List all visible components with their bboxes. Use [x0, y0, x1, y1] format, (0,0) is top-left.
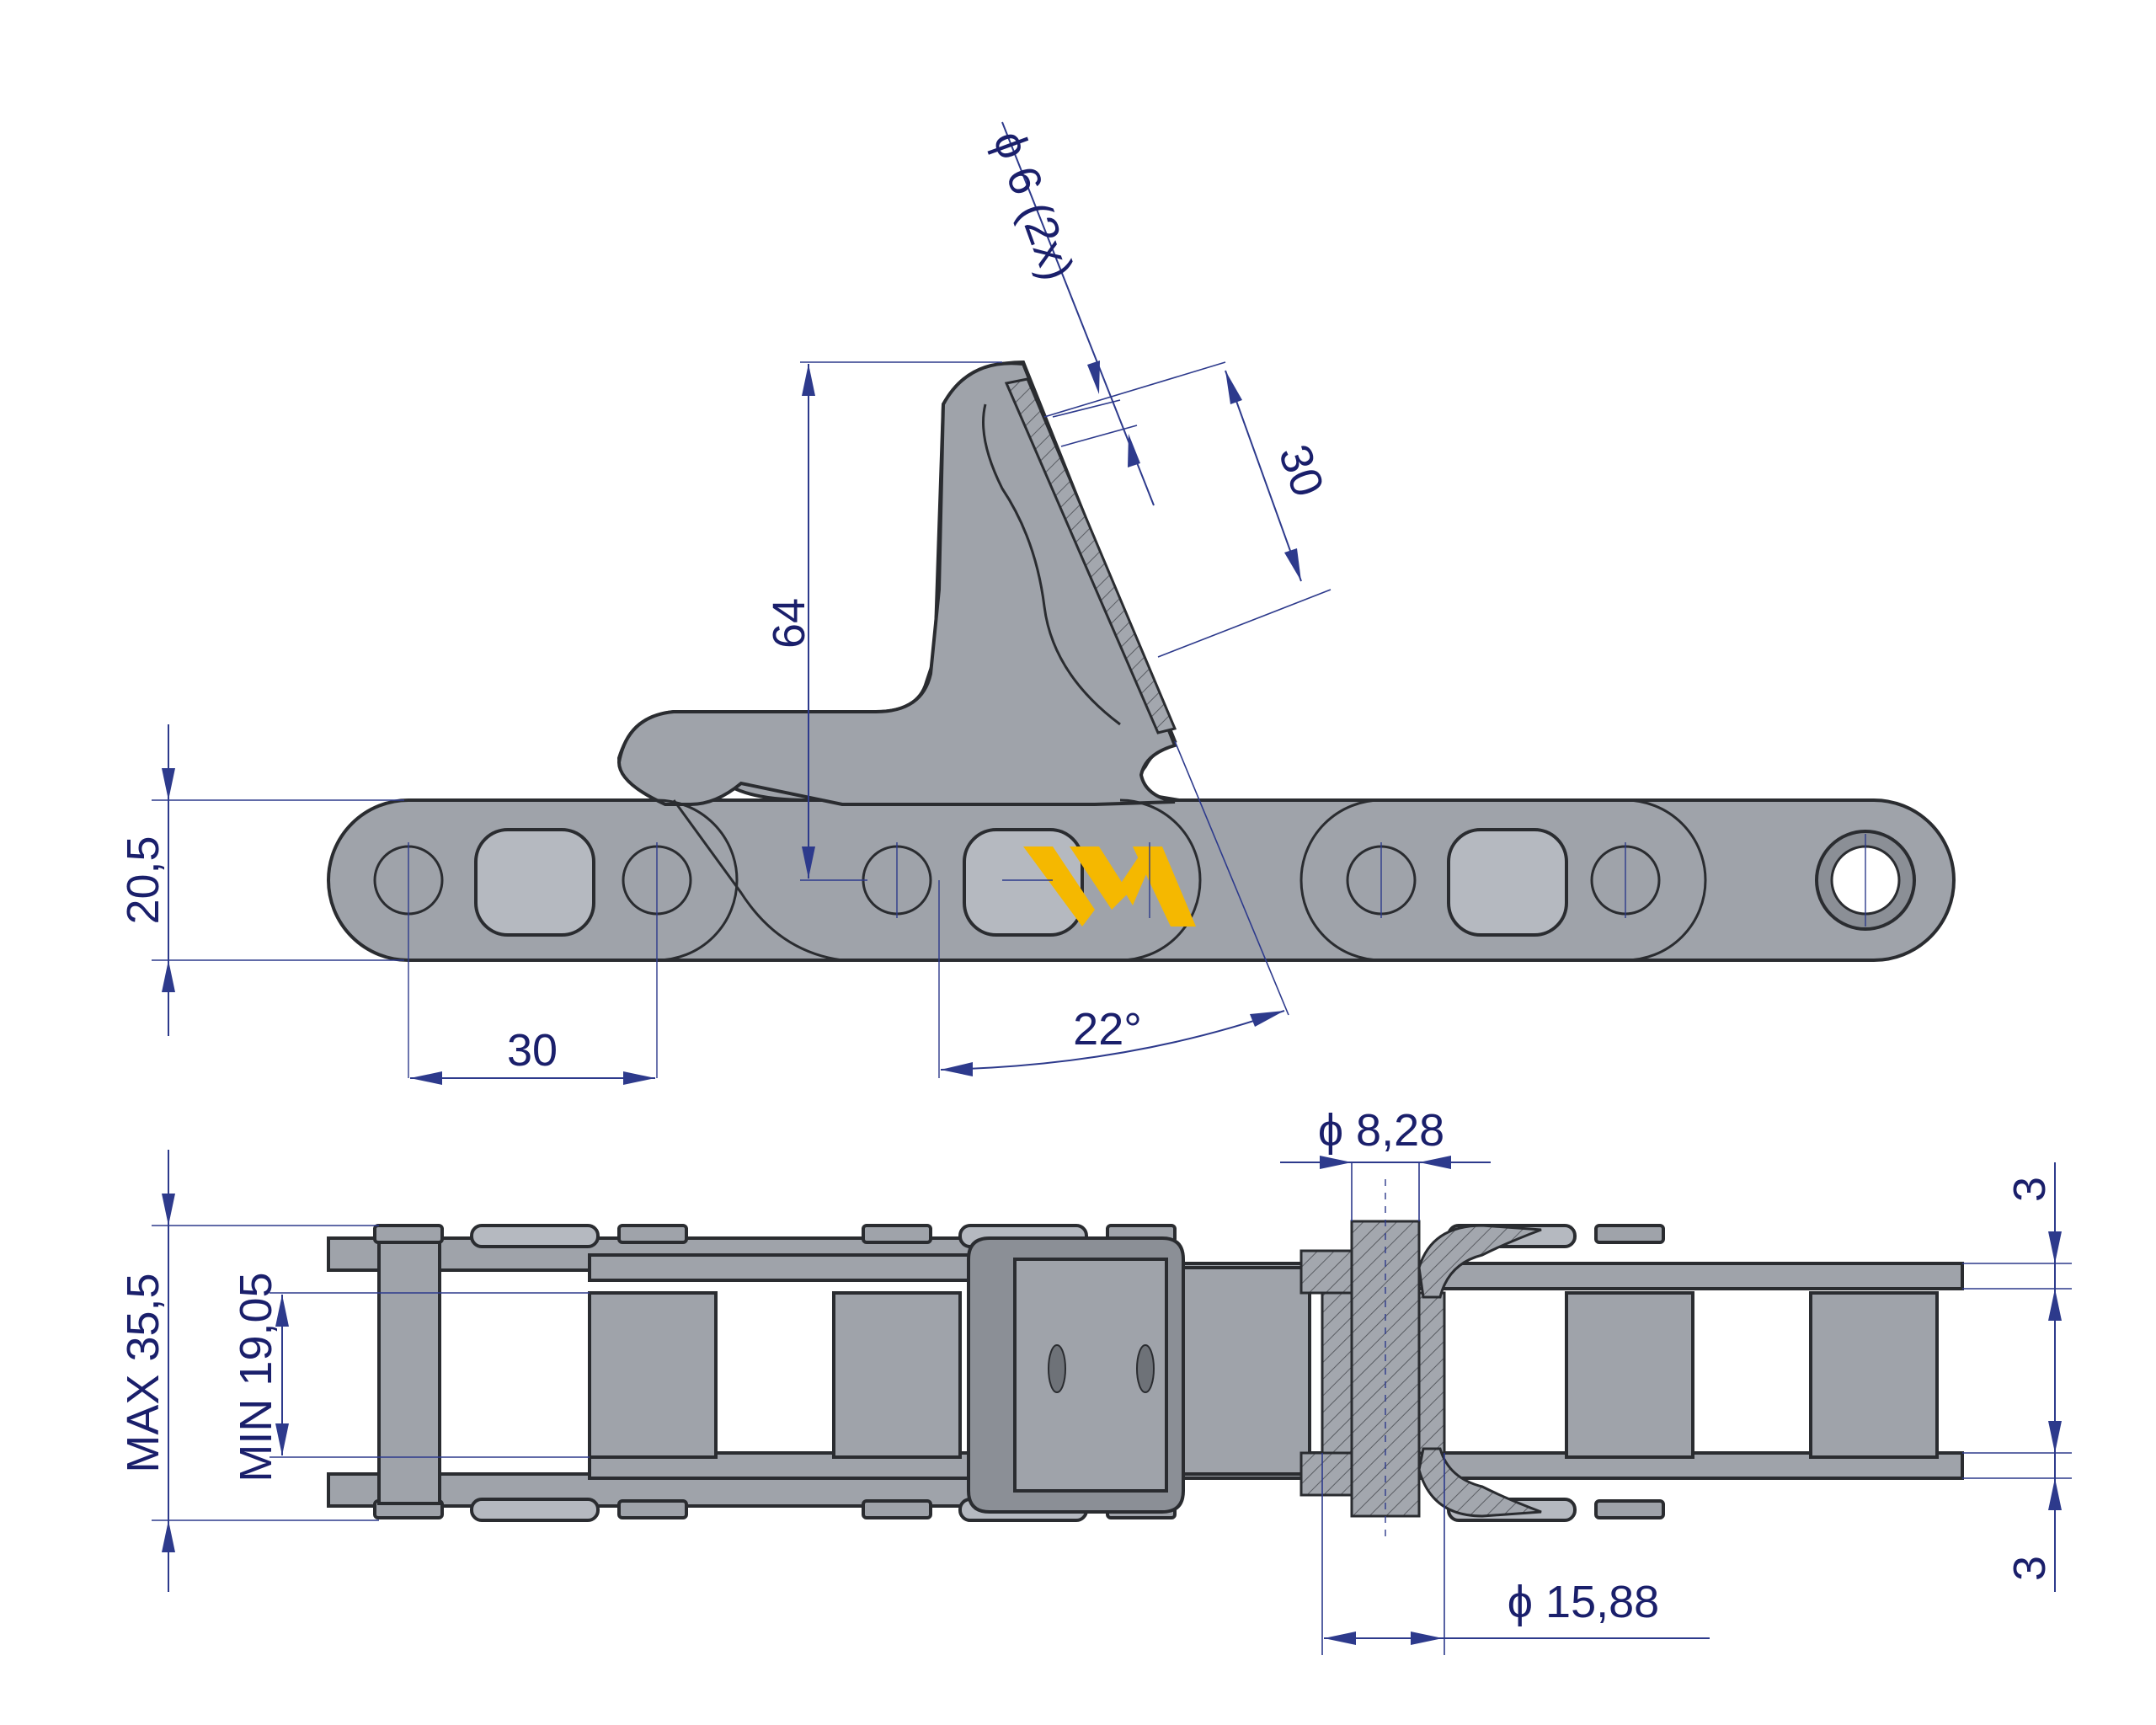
top-view: [327, 360, 1956, 1078]
left-outer-plate: [408, 798, 739, 962]
tooth-slot-section: [1004, 377, 1177, 734]
bracket-hole-1: [1048, 1344, 1066, 1393]
pin-head-5t: [1594, 1224, 1665, 1244]
brand-logo: [1023, 846, 1196, 927]
section-plate-t: [1299, 1249, 1353, 1295]
pin-head-1t: [373, 1224, 444, 1244]
roller-2: [832, 1291, 962, 1459]
pin-head-3t: [862, 1224, 932, 1244]
dim-plate-bottom: 3: [2004, 1556, 2055, 1581]
tooth-slot: [982, 403, 1121, 726]
dim-slot-30: 30: [1268, 438, 1333, 503]
bracket-hole-2: [1136, 1344, 1155, 1393]
bump-1b: [470, 1498, 600, 1522]
bottom-view: [327, 1179, 1964, 1541]
right-outer-plate: [1299, 798, 1707, 962]
dim-pitch-30: 30: [507, 1025, 558, 1076]
inner-plate-1: [1182, 1266, 1311, 1476]
pin-1: [377, 1241, 441, 1505]
bottom-dimensions: MAX 35,5 MIN 19,05 ϕ 8,28 ϕ 15,88 3: [118, 1105, 2072, 1655]
dim-plate-top: 3: [2004, 1177, 2055, 1202]
roller-4: [1809, 1291, 1939, 1459]
pin-head-2t: [617, 1224, 688, 1244]
bump-1t: [470, 1224, 600, 1248]
roller-1: [588, 1291, 718, 1459]
side-curve-t: [1417, 1224, 1542, 1299]
pin-head-2b: [617, 1499, 688, 1519]
dim-64: 64: [764, 598, 814, 649]
dim-20-5: 20,5: [118, 836, 168, 924]
dim-min: MIN 19,05: [231, 1272, 281, 1482]
mid-plate: [672, 798, 1202, 962]
pin-head-5b: [1594, 1499, 1665, 1519]
rivet-3: [1447, 828, 1568, 937]
roller-3: [1565, 1291, 1694, 1459]
rivet-1: [474, 828, 595, 937]
dim-angle: 22°: [1073, 1004, 1142, 1055]
tooth-upper: [616, 361, 1177, 806]
section-plate-b: [1299, 1451, 1353, 1497]
dim-max: MAX 35,5: [118, 1273, 168, 1472]
dim-hole-dia: ϕ 6 (2x): [983, 124, 1083, 286]
dim-pin-dia: ϕ 8,28: [1318, 1105, 1444, 1156]
side-curve-b: [1417, 1447, 1542, 1518]
pin-head-3b: [862, 1499, 932, 1519]
dim-roller-dia: ϕ 15,88: [1508, 1577, 1659, 1627]
